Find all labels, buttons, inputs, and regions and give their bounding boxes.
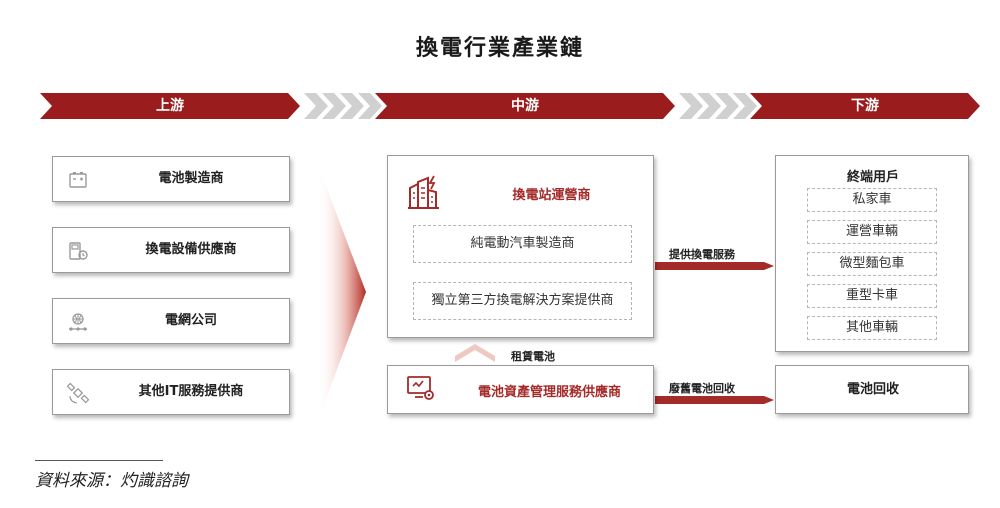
charging-station-icon (69, 242, 88, 260)
recycle-arrow (655, 396, 774, 404)
end-user-heavy-truck: 重型卡車 (807, 284, 937, 308)
end-user-minivan: 微型麵包車 (807, 252, 937, 276)
end-users-box: 終端用戶 私家車 運營車輛 微型麵包車 重型卡車 其他車輛 (775, 155, 969, 352)
end-users-title: 終端用戶 (846, 170, 899, 185)
upstream-item-label: 電網公司 (164, 313, 217, 328)
monitor-gear-icon (407, 376, 434, 400)
chevrons-left (304, 93, 382, 119)
upstream-item-label: 其他IT服務提供商 (138, 384, 244, 399)
operator-item-third-party: 獨立第三方換電解決方案提供商 (413, 282, 632, 320)
midstream-banner (375, 93, 675, 119)
diagram-title: 換電行業產業鏈 (415, 36, 584, 61)
battery-asset-manager-box: 電池資產管理服務供應商 (387, 365, 654, 414)
upstream-item-it-provider: 其他IT服務提供商 (52, 369, 290, 415)
upstream-item-label: 電池製造商 (158, 171, 224, 186)
source-note: 資料來源：灼識諮詢 (35, 471, 188, 491)
source-divider (35, 460, 163, 461)
grid-network-icon (69, 313, 87, 331)
upstream-item-label: 換電設備供應商 (145, 242, 237, 257)
chevrons-right (679, 93, 757, 119)
midstream-stage-label: 中游 (511, 98, 539, 114)
battery-recycling-label: 電池回收 (846, 382, 899, 397)
upstream-item-grid-company: 電網公司 (52, 298, 290, 344)
swap-station-operator-box: 換電站運營商 純電動汽車製造商 獨立第三方換電解決方案提供商 (387, 155, 654, 338)
battery-icon (69, 172, 87, 188)
downstream-banner (750, 93, 980, 119)
end-user-operating-vehicle: 運營車輛 (807, 220, 937, 244)
upstream-banner (40, 93, 300, 119)
swap-service-arrow (655, 262, 774, 270)
building-icon (408, 175, 439, 209)
battery-recycling-box: 電池回收 (775, 365, 969, 414)
lease-up-arrow (455, 344, 495, 362)
asset-manager-title: 電池資產管理服務供應商 (477, 385, 621, 400)
operator-title: 換電站運營商 (512, 188, 591, 203)
upstream-item-equipment-supplier: 換電設備供應商 (52, 227, 290, 273)
operator-item-ev-maker: 純電動汽車製造商 (413, 225, 632, 263)
lease-battery-label: 租賃電池 (511, 350, 555, 363)
downstream-stage-label: 下游 (851, 98, 879, 114)
satellite-icon (67, 382, 89, 404)
upstream-item-battery-maker: 電池製造商 (52, 156, 290, 202)
end-user-other-vehicle: 其他車輛 (807, 316, 937, 340)
upstream-stage-label: 上游 (156, 98, 184, 114)
recycle-flow-label: 廢舊電池回收 (669, 382, 735, 395)
end-user-private-car: 私家車 (807, 188, 937, 212)
swap-service-label: 提供換電服務 (669, 248, 735, 261)
upstream-to-midstream-arrow (318, 165, 366, 420)
